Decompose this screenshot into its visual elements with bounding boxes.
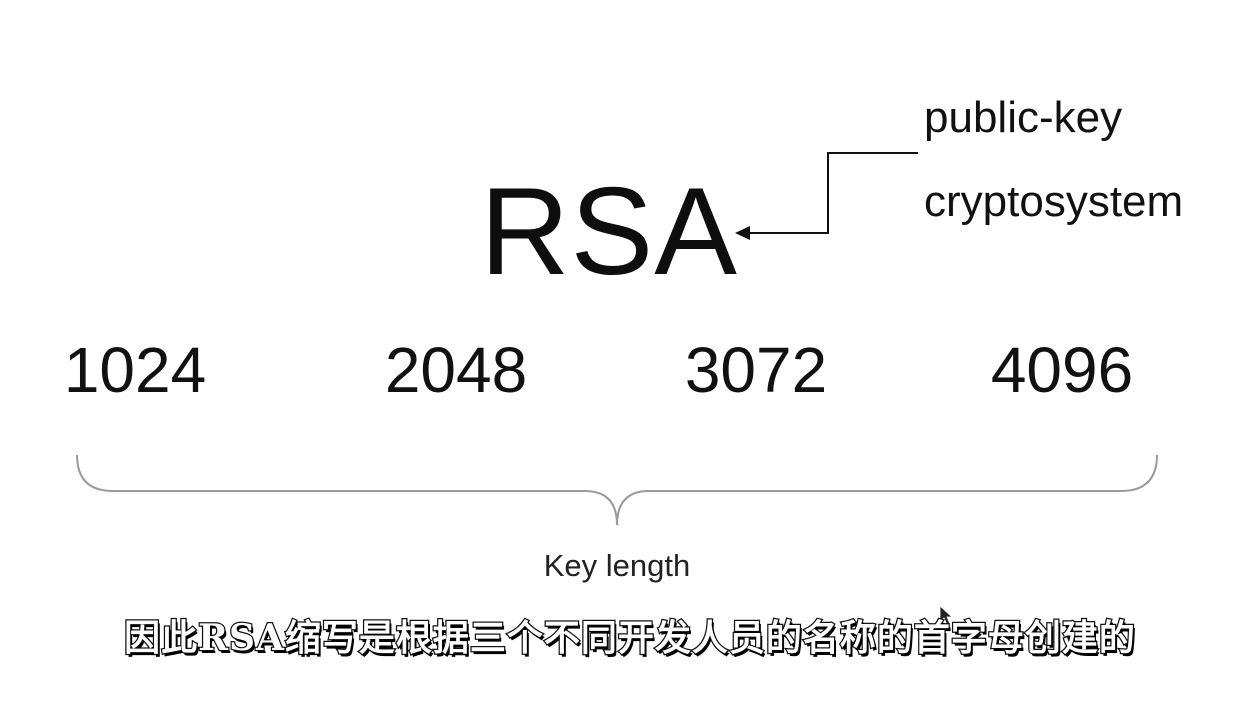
key-length-caption: Key length <box>543 548 691 583</box>
key-length-brace <box>76 454 1158 526</box>
annotation-arrow-line <box>745 152 918 234</box>
mouse-cursor-icon <box>939 605 954 626</box>
annotation-arrow-head <box>735 226 750 240</box>
key-size-label: 1024 <box>63 334 207 406</box>
video-subtitle: 因此RSA缩写是根据三个不同开发人员的名称的首字母创建的 <box>123 617 1136 659</box>
key-size-label: 4096 <box>990 334 1134 406</box>
annotation-line-cryptosystem: cryptosystem <box>924 177 1184 226</box>
rsa-title: RSA <box>480 163 738 301</box>
key-size-label: 3072 <box>684 334 828 406</box>
key-size-label: 2048 <box>384 334 528 406</box>
annotation-line-public-key: public-key <box>924 93 1123 142</box>
